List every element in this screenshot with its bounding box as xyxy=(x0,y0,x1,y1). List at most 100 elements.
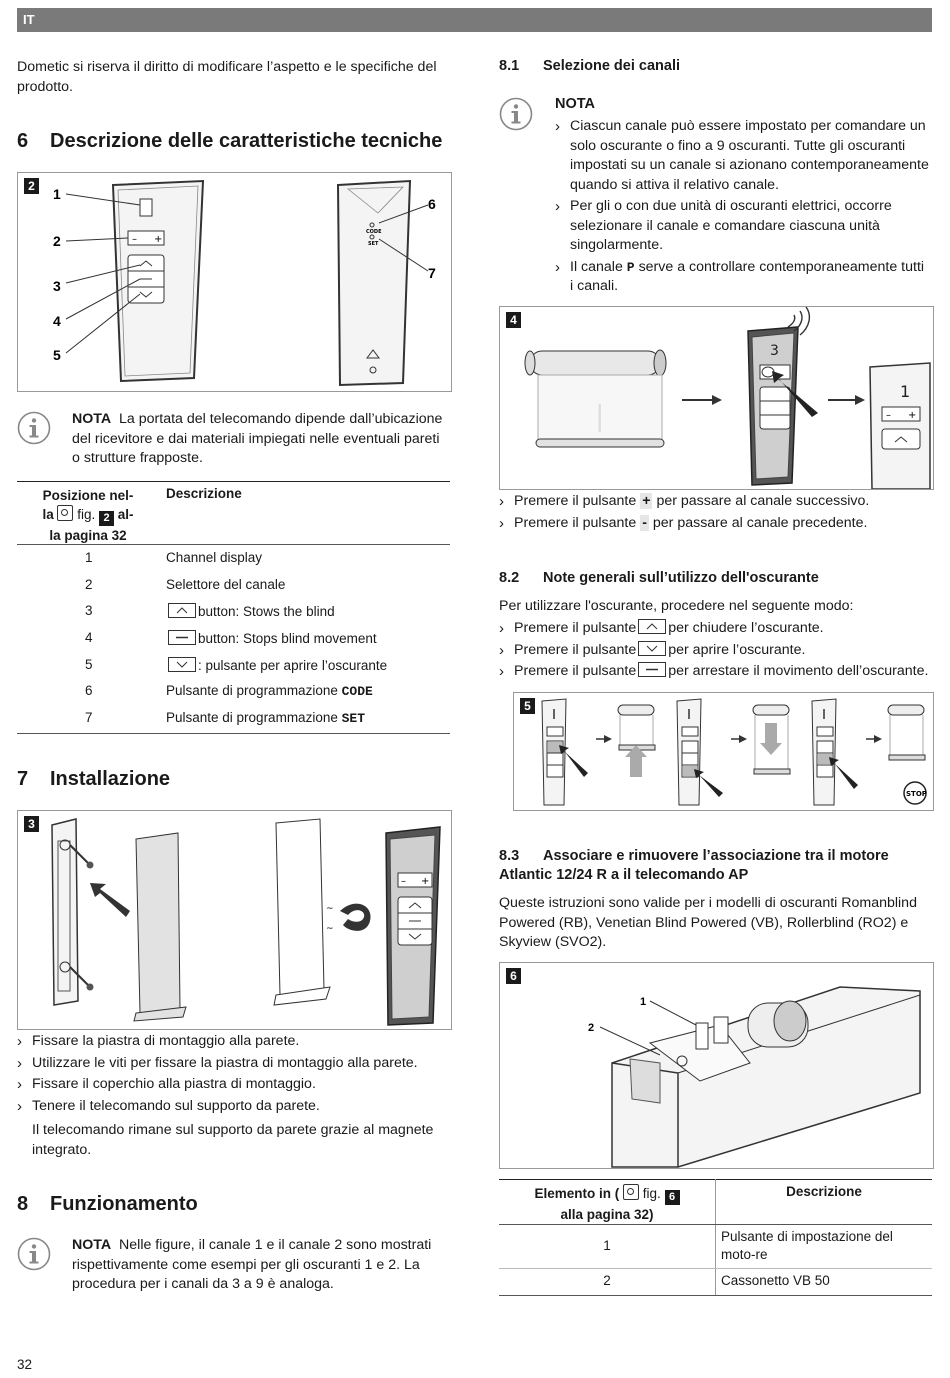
language-bar: IT xyxy=(17,8,932,32)
intro-text: Dometic si riserva il diritto di modific… xyxy=(17,59,437,95)
up-button-icon xyxy=(168,603,196,619)
code-label: CODE xyxy=(366,229,382,235)
table-top-line xyxy=(17,481,450,482)
info-icon xyxy=(499,97,533,131)
callout-5: 5 xyxy=(53,347,61,363)
table2-header-element: Elemento in ( fig. 6 alla pagina 32) xyxy=(504,1184,710,1224)
callout-1: 1 xyxy=(53,186,61,202)
table-header-line xyxy=(499,1224,932,1225)
camera-icon xyxy=(57,505,74,521)
table-row-desc: Cassonetto VB 50 xyxy=(721,1273,830,1288)
callout-2: 2 xyxy=(53,233,61,249)
down-button-icon xyxy=(638,640,667,656)
stop-button-icon xyxy=(168,630,196,646)
callout-3: 3 xyxy=(53,278,61,294)
figure-number: 2 xyxy=(24,178,39,194)
svg-text:|: | xyxy=(595,399,604,432)
plus-key: + xyxy=(640,493,653,509)
table-row-desc: Pulsante di impostazione del moto-re xyxy=(721,1229,893,1262)
callout-1: 1 xyxy=(640,996,646,1008)
svg-text:~: ~ xyxy=(326,924,334,934)
figure-3: 3 ~~ –+ xyxy=(17,810,452,1030)
table-row-pos: 1 xyxy=(603,1238,611,1253)
stop-sign: STOP xyxy=(906,790,927,798)
svg-text:+: + xyxy=(154,234,162,245)
install-steps: Fissare la piastra di montaggio alla par… xyxy=(17,1032,450,1118)
channel-selection-diagram: | 3 1 – + xyxy=(524,307,931,489)
channel-digit: 3 xyxy=(770,343,779,359)
svg-text:–: – xyxy=(132,234,137,245)
blind-operation-diagram: STOP xyxy=(541,698,927,806)
table-bottom-line xyxy=(17,733,450,734)
note-channels-example: NOTA Nelle figure, il canale 1 e il cana… xyxy=(72,1237,432,1292)
channel-switch-steps: Premere il pulsante + per passare al can… xyxy=(499,492,932,535)
table-row-line xyxy=(499,1268,932,1269)
list-item: Fissare il coperchio alla piastra di mon… xyxy=(17,1075,450,1095)
info-icon xyxy=(17,1237,51,1271)
figure-number: 3 xyxy=(24,816,39,832)
table-column-divider xyxy=(715,1179,716,1295)
up-button-icon xyxy=(638,619,667,634)
page-number: 32 xyxy=(17,1357,33,1372)
section-8-3-text: Queste istruzioni sono valide per i mode… xyxy=(499,895,917,950)
list-item: Premere il pulsante - per passare al can… xyxy=(499,514,932,534)
info-icon xyxy=(17,411,51,445)
table-row-pos: 2 xyxy=(603,1273,611,1288)
svg-text:+: + xyxy=(908,410,916,421)
figure-4: 4 | 3 1 – + xyxy=(499,306,934,490)
note-range: NOTA La portata del telecomando dipende … xyxy=(72,411,443,466)
motor-diagram: 1 2 xyxy=(588,986,921,1168)
list-item: Fissare la piastra di montaggio alla par… xyxy=(17,1032,450,1052)
use-intro: Per utilizzare l'oscurante, procedere ne… xyxy=(499,598,854,614)
callout-4: 4 xyxy=(53,313,61,329)
figure-5: 5 xyxy=(513,692,934,811)
figure-number: 5 xyxy=(520,698,535,714)
figure-number: 4 xyxy=(506,312,521,328)
list-item: Tenere il telecomando sul supporto da pa… xyxy=(17,1097,450,1117)
figure-number: 6 xyxy=(506,968,521,984)
list-item: Premere il pulsante + per passare al can… xyxy=(499,492,932,512)
table-row: 5: pulsante per aprire l’oscurante xyxy=(85,656,388,673)
list-item: Utilizzare le viti per fissare la piastr… xyxy=(17,1054,450,1074)
list-item: Per gli o con due unità di oscuranti ele… xyxy=(555,197,930,256)
language-code: IT xyxy=(23,12,35,27)
svg-text:–: – xyxy=(401,876,406,887)
note-channels-list: Ciascun canale può essere impostato per … xyxy=(555,117,930,299)
minus-key: - xyxy=(640,514,649,531)
note-label: NOTA xyxy=(555,96,596,112)
stop-button-icon xyxy=(638,662,667,677)
svg-text:–: – xyxy=(886,410,891,421)
table1-header-position: Posizione nel- la fig. 2 al- la pagina 3… xyxy=(42,488,134,543)
figure-2: 2 – + 1 2 3 4 5 CODE SET 6 7 xyxy=(17,172,452,392)
table-bottom-line xyxy=(499,1295,932,1296)
figure-6: 6 1 2 xyxy=(499,962,934,1169)
callout-6: 6 xyxy=(428,196,436,212)
table1-header-description: Descrizione xyxy=(166,486,242,501)
set-label: SET xyxy=(368,241,379,247)
table2-header-description: Descrizione xyxy=(786,1184,862,1199)
camera-icon xyxy=(622,1184,639,1200)
channel-digit-zoom: 1 xyxy=(900,382,910,401)
svg-text:~: ~ xyxy=(326,904,334,914)
callout-2: 2 xyxy=(588,1022,594,1034)
down-button-icon xyxy=(168,656,196,672)
callout-7: 7 xyxy=(428,265,436,281)
install-magnet-text: Il telecomando rimane sul supporto da pa… xyxy=(32,1122,434,1158)
list-item: Ciascun canale può essere impostato per … xyxy=(555,117,930,195)
